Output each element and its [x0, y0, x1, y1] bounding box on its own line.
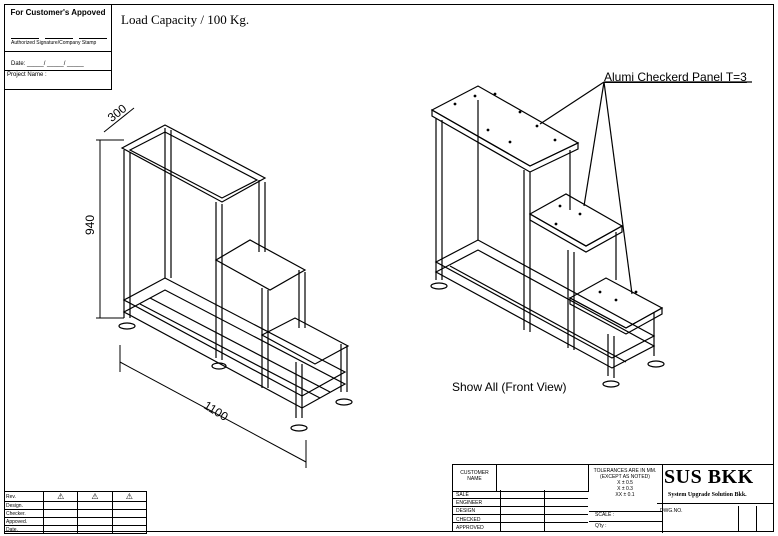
- project-name-label: Project Name :: [5, 70, 111, 79]
- tolerance-note: TOLERANCES ARE IN MM. (EXCEPT AS NOTED) …: [588, 468, 662, 498]
- revision-label: Checker.: [4, 509, 44, 518]
- revision-label: Appoved.: [4, 517, 44, 526]
- brand-subtitle: System Upgrade Solution Bkk.: [668, 492, 747, 498]
- revision-row: Rev. ⚠ ⚠ ⚠: [4, 491, 148, 502]
- tolerance-value: X ± 0.5: [617, 480, 633, 486]
- load-capacity-note: Load Capacity / 100 Kg.: [121, 12, 250, 27]
- tolerance-value: XX ± 0.1: [615, 492, 635, 498]
- revision-marker-icon: ⚠: [77, 491, 113, 502]
- signature-label: Authorized Signature/Company Stamp: [11, 40, 97, 46]
- customer-name-label: CUSTOMER NAME: [453, 465, 497, 491]
- right-frame-drawing: [430, 81, 752, 388]
- tolerance-subtitle: (EXCEPT AS NOTED): [600, 474, 650, 480]
- qty-label: Q'ty :: [595, 523, 607, 529]
- left-frame-drawing: [118, 124, 353, 432]
- customer-approval-box: For Customer's Appoved Authorized Signat…: [4, 4, 112, 90]
- approval-header: For Customer's Appoved: [10, 8, 106, 17]
- revision-row: Appoved.: [4, 517, 148, 526]
- role-list: SALE ENGINEER DESIGN CHECKED APPROVED: [456, 491, 484, 532]
- role-label: CHECKED: [456, 516, 481, 523]
- title-block: CUSTOMER NAME: [452, 464, 774, 533]
- revision-label: Design.: [4, 501, 44, 510]
- role-label: DESIGN: [456, 508, 476, 515]
- brand-name: SUS BKK: [664, 466, 754, 488]
- revision-row: Date.: [4, 525, 148, 534]
- revision-row: Design.: [4, 501, 148, 510]
- view-label: Show All (Front View): [452, 380, 567, 394]
- tolerance-title: TOLERANCES ARE IN MM.: [593, 468, 657, 474]
- panel-callout: Alumi Checkerd Panel T=3: [604, 70, 747, 84]
- role-label: SALE: [456, 492, 469, 498]
- dimension-lines: [96, 107, 307, 468]
- role-label: ENGINEER: [456, 500, 483, 507]
- role-label: APPROVED: [456, 524, 484, 531]
- revision-label: Date.: [4, 525, 44, 534]
- dwg-no-label: DWG.NO.: [660, 508, 683, 514]
- approval-date: Date: _____/ _____/ _____: [11, 61, 84, 67]
- revision-row: Checker.: [4, 509, 148, 518]
- drawing-sheet: [4, 4, 774, 532]
- revision-table: Rev. ⚠ ⚠ ⚠ Design. Checker. Appoved. Dat…: [4, 491, 148, 534]
- revision-marker-icon: ⚠: [42, 491, 79, 502]
- tolerance-value: X ± 0.3: [617, 486, 633, 492]
- scale-label: SCALE :: [595, 512, 615, 518]
- revision-label: Rev.: [4, 491, 44, 502]
- revision-marker-icon: ⚠: [111, 491, 148, 502]
